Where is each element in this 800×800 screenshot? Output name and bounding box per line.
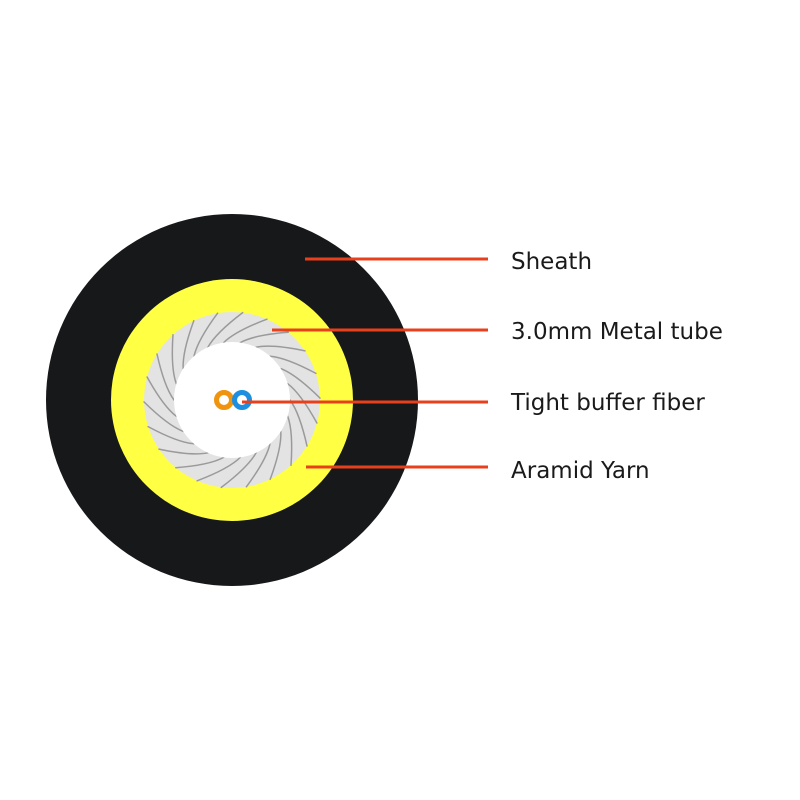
tube-spiral-line <box>286 415 293 467</box>
tube-spiral-line <box>156 353 175 401</box>
aramid-label: Aramid Yarn <box>511 458 650 484</box>
blue-fiber-icon <box>232 390 252 410</box>
tube-spiral-line <box>193 312 219 357</box>
tube-spiral-line <box>286 382 318 424</box>
fiber-label: Tight buffer fiber <box>510 390 705 416</box>
orange-fiber-icon <box>214 390 234 410</box>
tube-spiral-line <box>245 443 271 488</box>
tube-spiral-line <box>220 452 257 489</box>
tube-spiral-line <box>207 311 244 348</box>
tube-spiral-line <box>255 345 306 352</box>
tube-spiral-line <box>280 367 321 399</box>
tube-spiral-line <box>222 318 268 344</box>
tube-spiral-line <box>269 355 317 375</box>
tube-spiral-line <box>175 456 225 469</box>
tube-spiral-line <box>196 456 242 482</box>
tube-spiral-line <box>239 331 289 344</box>
tube-spiral-line <box>158 448 209 455</box>
tube-spiral-line <box>171 333 178 385</box>
metal-tube-label: 3.0mm Metal tube <box>511 319 723 345</box>
tube-spiral-line <box>147 425 195 445</box>
tube-spiral-line <box>143 401 184 433</box>
sheath-label: Sheath <box>511 249 592 275</box>
tube-spiral-line <box>182 319 195 370</box>
tube-spiral-line <box>146 376 178 418</box>
tube-spiral-line <box>269 430 282 481</box>
